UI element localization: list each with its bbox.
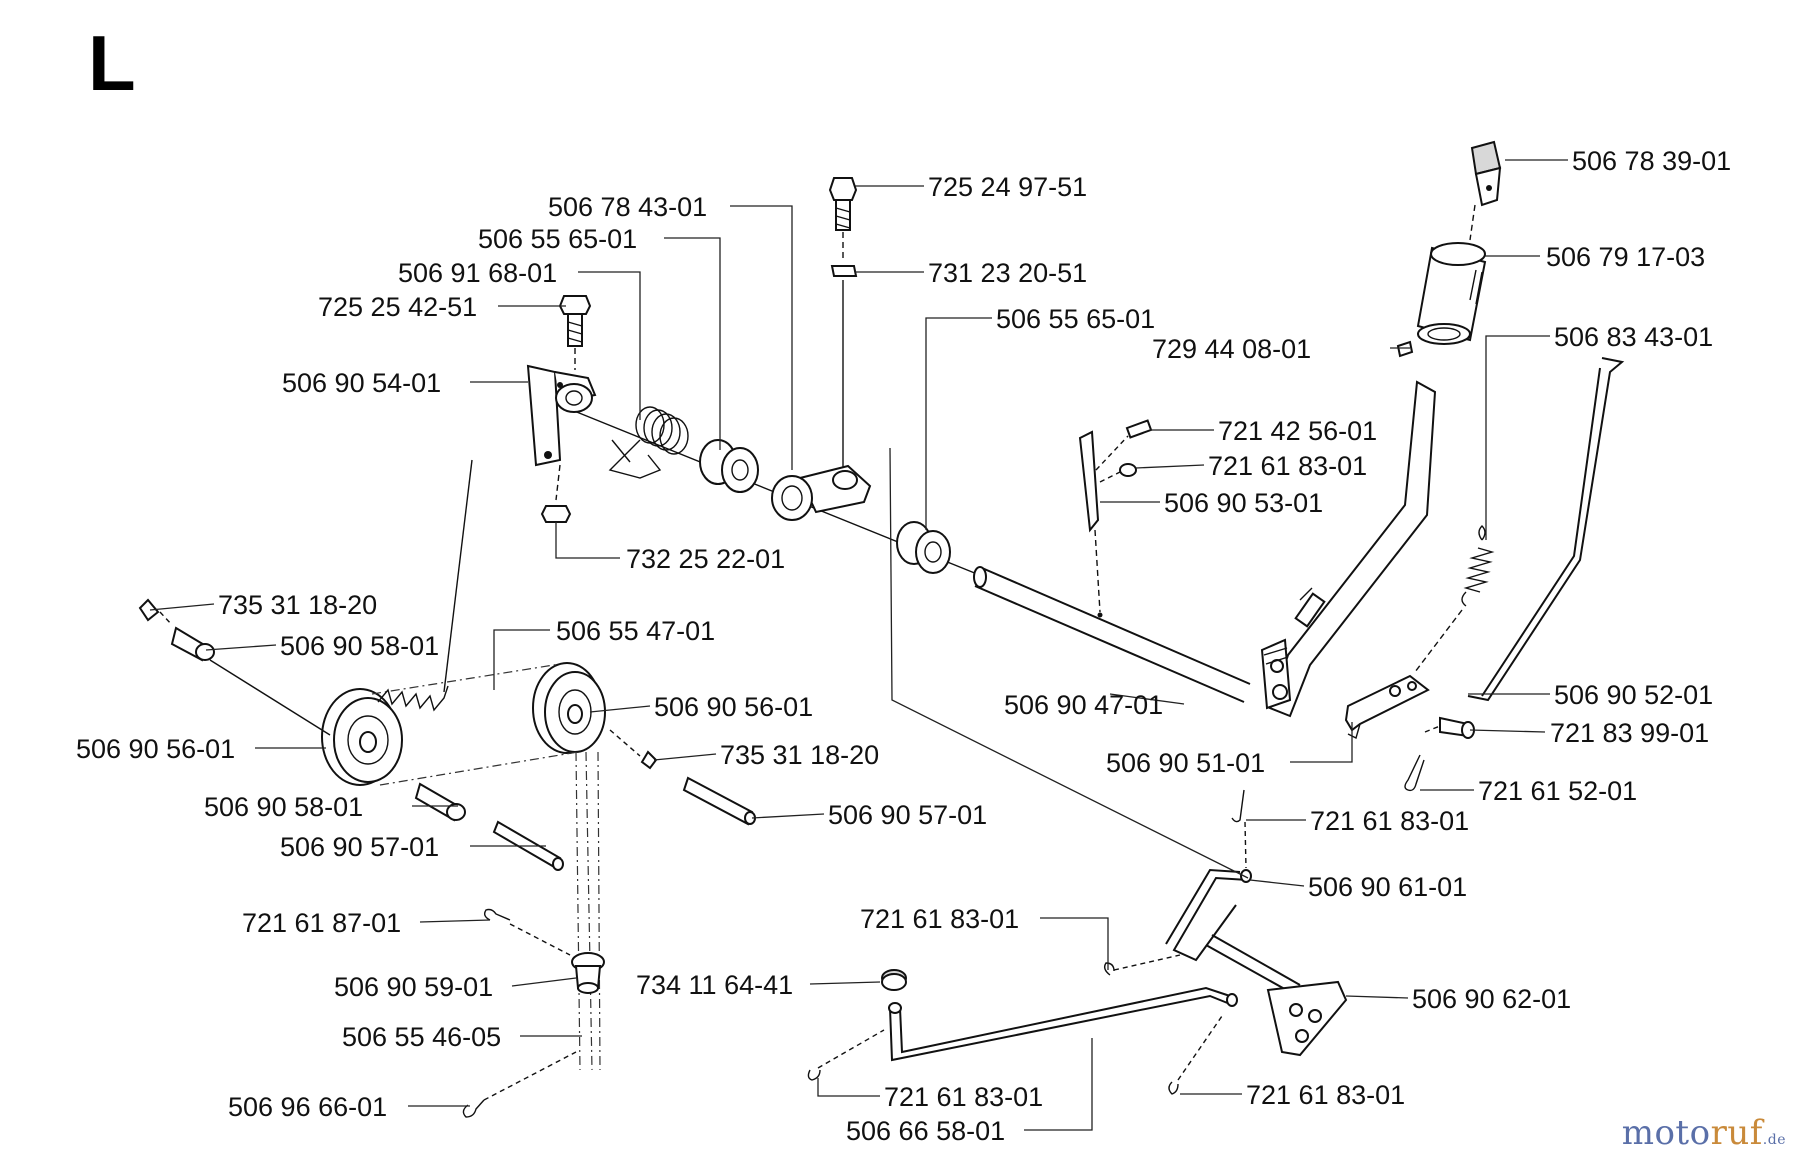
part-label: 721 42 56-01 [1218, 416, 1377, 446]
part-label: 506 90 54-01 [282, 368, 441, 398]
part-label: 506 90 53-01 [1164, 488, 1323, 518]
watermark-text: .de [1762, 1132, 1786, 1148]
rod-cotter-pins [807, 954, 1223, 1095]
watermark-text: ruf [1710, 1113, 1763, 1153]
part-label: 506 90 51-01 [1106, 748, 1265, 778]
bolt-vertical [828, 177, 858, 470]
part-label: 721 61 83-01 [1246, 1080, 1405, 1110]
part-label: 506 90 57-01 [280, 832, 439, 862]
part-label: 506 66 58-01 [846, 1116, 1005, 1146]
tension-spring [1414, 525, 1495, 673]
part-label: 721 61 83-01 [860, 904, 1019, 934]
shift-lever [1260, 380, 1437, 718]
part-label: 721 61 52-01 [1478, 776, 1637, 806]
torsion-spring [608, 406, 689, 479]
part-label: 506 55 65-01 [478, 224, 637, 254]
part-label: 732 25 22-01 [626, 544, 785, 574]
part-label: 735 31 18-20 [720, 740, 879, 770]
watermark-text: moto [1621, 1113, 1711, 1153]
part-label: 506 91 68-01 [398, 258, 557, 288]
part-label: 506 90 56-01 [654, 692, 813, 722]
bracket-nut [540, 464, 572, 523]
part-label: 725 25 42-51 [318, 292, 477, 322]
part-label: 506 55 65-01 [996, 304, 1155, 334]
part-label: 506 90 56-01 [76, 734, 235, 764]
lever-handle [1416, 242, 1487, 345]
pivot-bracket [526, 364, 597, 467]
drive-belt [371, 663, 601, 1071]
lever-knob [1469, 140, 1502, 241]
bushing-left [699, 439, 759, 493]
pulley-left [321, 688, 403, 786]
part-label: 721 61 87-01 [242, 908, 401, 938]
grip-screw [1396, 340, 1414, 358]
part-labels: 506 78 39-01 725 24 97-51 506 78 43-01 5… [76, 146, 1731, 1146]
part-label: 506 90 47-01 [1004, 690, 1163, 720]
upper-spacer [138, 598, 331, 736]
part-label: 721 83 99-01 [1550, 718, 1709, 748]
bushing-right [896, 521, 951, 574]
section-letter: L [88, 19, 136, 107]
bottom-cotter [462, 1051, 577, 1118]
long-link-rod [1467, 357, 1625, 702]
shift-arm [771, 464, 872, 521]
part-label: 506 90 61-01 [1308, 872, 1467, 902]
part-label: 735 31 18-20 [218, 590, 377, 620]
belt-spring [377, 459, 473, 712]
link-plate [1344, 674, 1430, 740]
bracket-bolt [558, 295, 592, 370]
part-label: 506 90 58-01 [280, 631, 439, 661]
part-label: 506 90 52-01 [1554, 680, 1713, 710]
part-label: 506 55 47-01 [556, 616, 715, 646]
part-label: 506 96 66-01 [228, 1092, 387, 1122]
part-label: 725 24 97-51 [928, 172, 1087, 202]
part-label: 506 55 46-05 [342, 1022, 501, 1052]
part-label: 506 90 62-01 [1412, 984, 1571, 1014]
crank-rod [1165, 789, 1252, 962]
part-label: 506 90 57-01 [828, 800, 987, 830]
right-axle [609, 729, 756, 826]
part-label: 506 79 17-03 [1546, 242, 1705, 272]
part-drawings [138, 140, 1625, 1118]
part-label: 506 90 58-01 [204, 792, 363, 822]
part-label: 506 78 43-01 [548, 192, 707, 222]
clevis-pin [1404, 716, 1475, 792]
lower-pulley-collar [483, 908, 605, 994]
rod-washer [881, 969, 907, 991]
leader-lines [149, 159, 1568, 1131]
lower-spacer [414, 782, 564, 871]
part-label: 506 83 43-01 [1554, 322, 1713, 352]
part-label: 729 44 08-01 [1152, 334, 1311, 364]
pulley-right [532, 662, 606, 754]
part-label: 734 11 64-41 [636, 970, 793, 1000]
part-label: 506 78 39-01 [1572, 146, 1731, 176]
detent-plate [1078, 419, 1153, 613]
part-label: 721 61 83-01 [1310, 806, 1469, 836]
lower-link-rod [888, 986, 1238, 1062]
site-watermark: motoruf.de [1622, 1113, 1786, 1153]
part-label: 721 61 83-01 [1208, 451, 1367, 481]
part-label: 506 90 59-01 [334, 972, 493, 1002]
part-label: 721 61 83-01 [884, 1082, 1043, 1112]
part-label: 731 23 20-51 [928, 258, 1087, 288]
pivot-plate [1205, 934, 1348, 1057]
